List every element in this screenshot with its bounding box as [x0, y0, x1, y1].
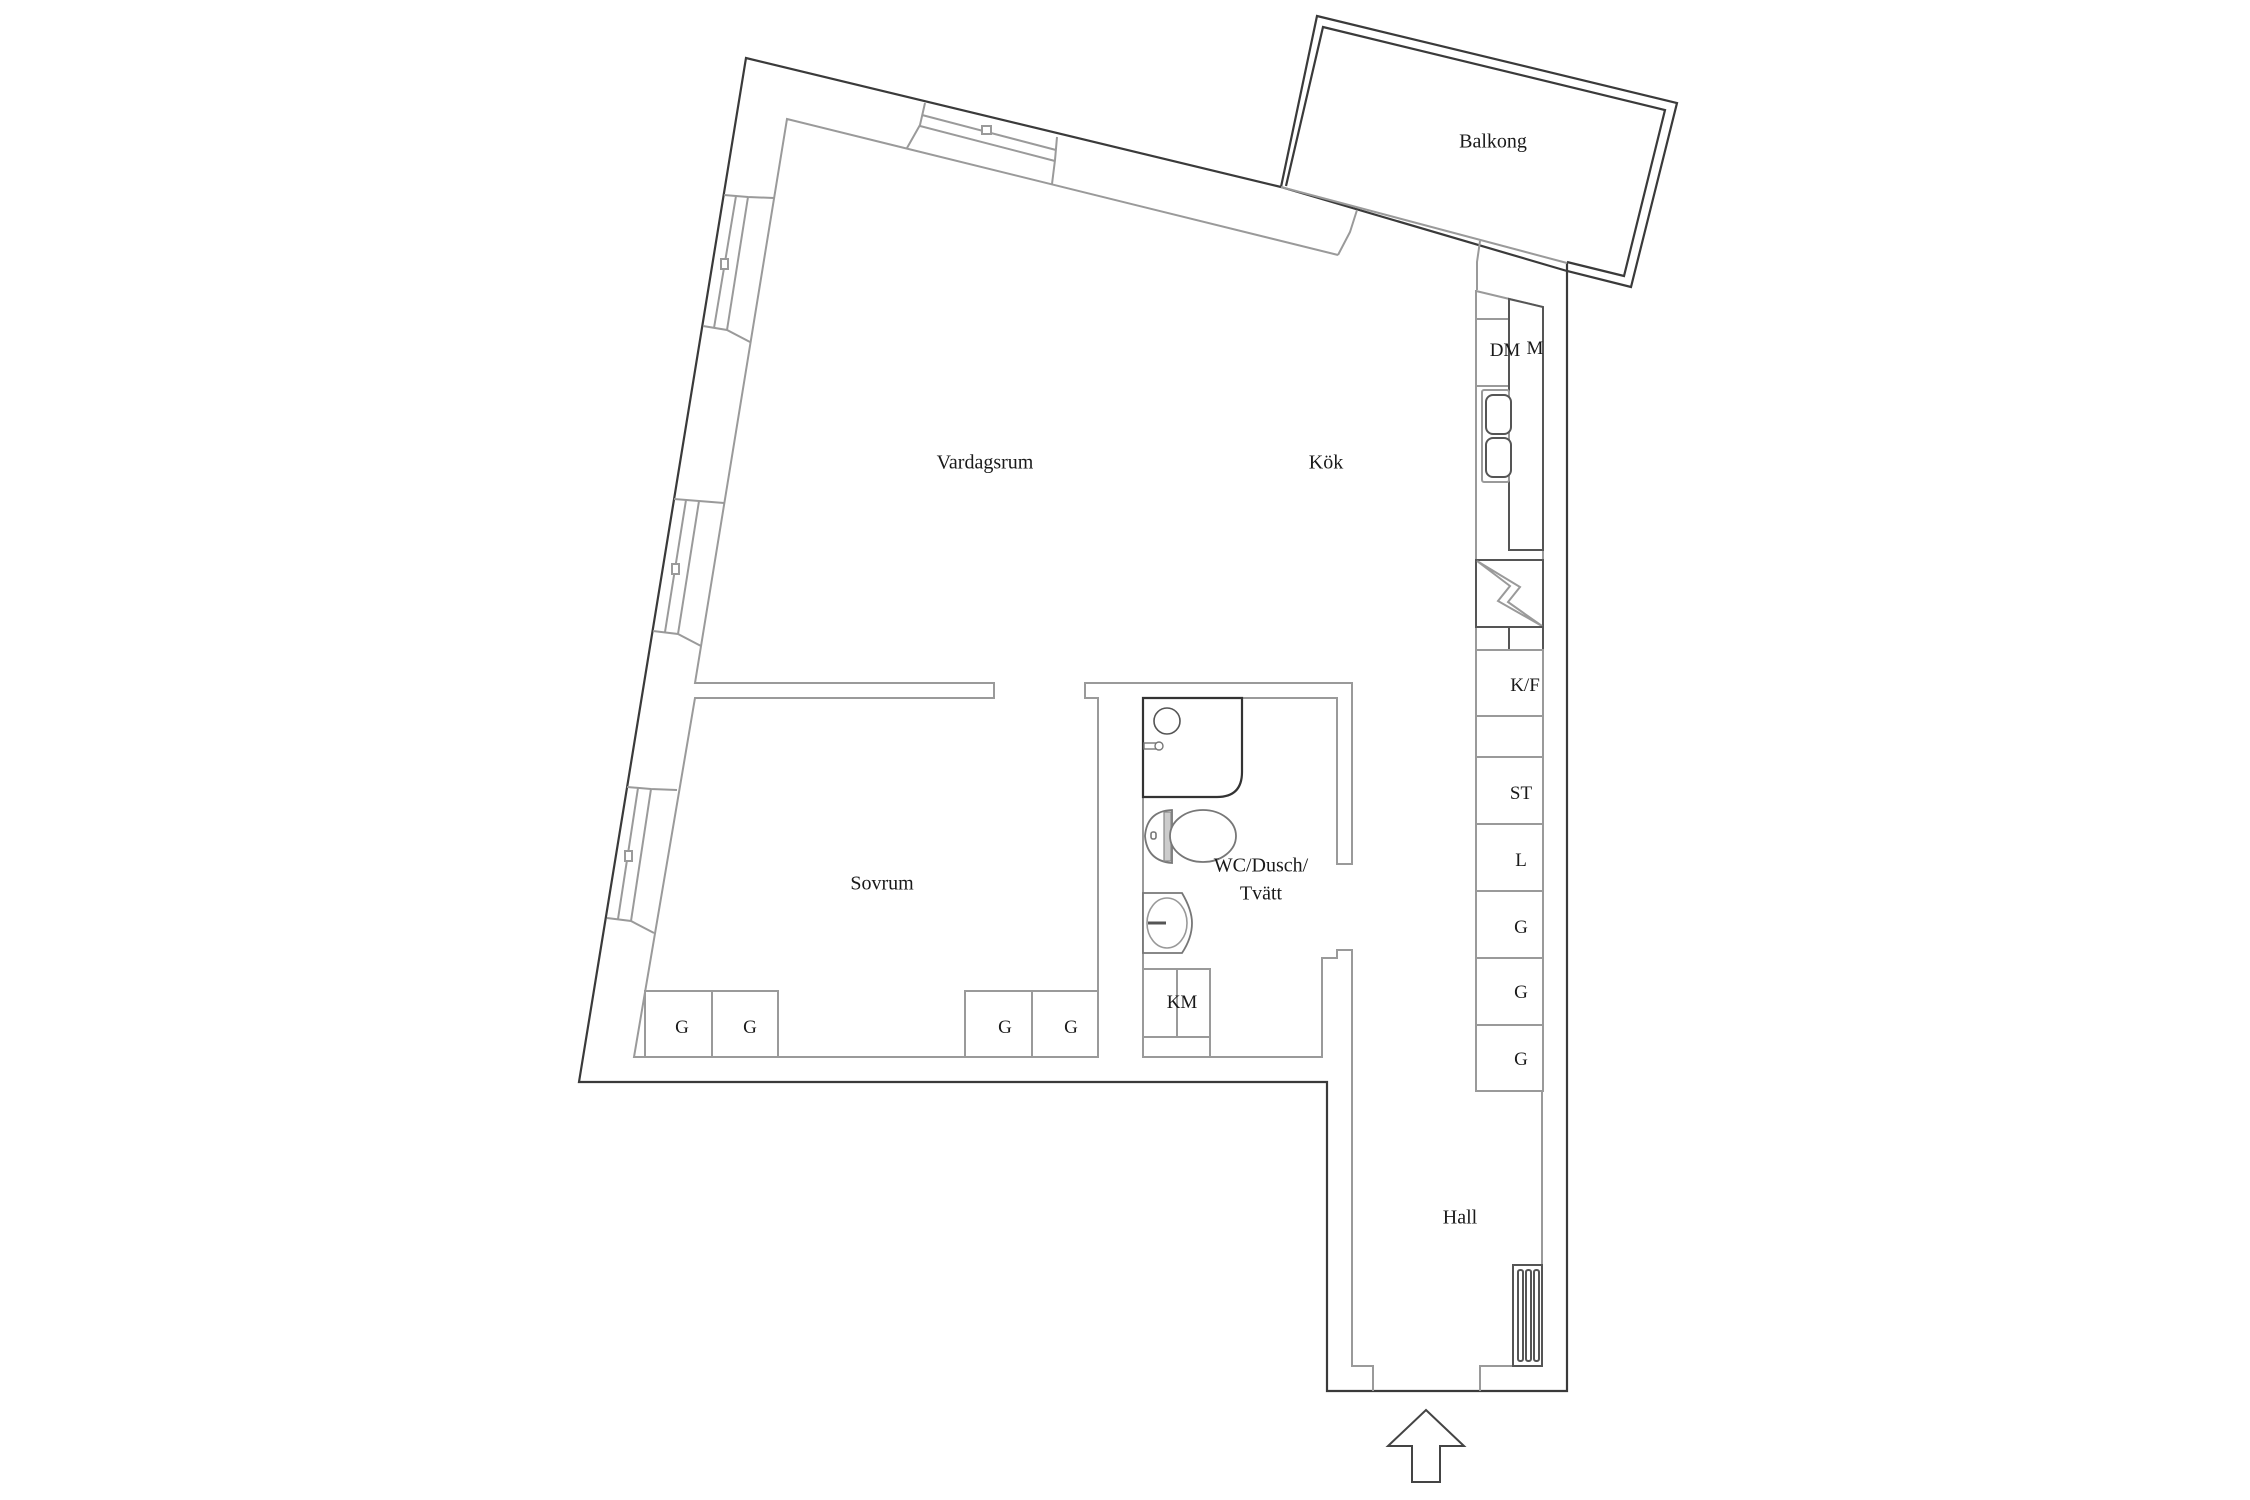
fixture-label-kf: K/F	[1510, 675, 1540, 697]
window-handle-icon	[981, 125, 992, 135]
storage-label-g2: G	[1514, 982, 1528, 1004]
room-label-sovrum: Sovrum	[850, 872, 914, 895]
bedroom-wardrobes	[644, 990, 1099, 1058]
fixture-label-dm: DM	[1489, 340, 1521, 362]
shower-icon	[1141, 696, 1244, 799]
bathroom-fixtures	[1141, 696, 1244, 1058]
window-handle-icon	[624, 850, 633, 862]
room-label-bathroom-2: Tvätt	[1239, 882, 1283, 905]
window-left-3	[606, 786, 678, 934]
window-handle-icon	[671, 563, 680, 575]
entrance-arrow-icon	[1385, 1408, 1467, 1483]
room-label-vardagsrum: Vardagsrum	[936, 451, 1034, 474]
room-label-hall: Hall	[1442, 1206, 1478, 1229]
wardrobe-label-g3: G	[998, 1017, 1012, 1039]
storage-label-l: L	[1515, 850, 1527, 872]
fixture-label-km: KM	[1166, 992, 1198, 1014]
storage-label-st: ST	[1509, 783, 1533, 805]
toilet-icon	[1144, 809, 1237, 864]
stove-icon	[1475, 559, 1544, 628]
storage-label-g3: G	[1514, 1049, 1528, 1071]
window-handle-icon	[720, 258, 729, 270]
fixture-label-m: M	[1526, 338, 1544, 360]
hall-storage	[1475, 756, 1544, 1092]
window-top	[906, 102, 1058, 185]
washbasin-icon	[1142, 892, 1193, 954]
room-label-balkong: Balkong	[1459, 130, 1527, 153]
wardrobe-label-g4: G	[1064, 1017, 1078, 1039]
windows	[606, 102, 1058, 934]
room-label-kok: Kök	[1308, 451, 1344, 474]
storage-label-g1: G	[1514, 917, 1528, 939]
radiator-icon	[1512, 1264, 1543, 1367]
kitchen-fixtures	[1475, 297, 1544, 717]
room-label-bathroom-1: WC/Dusch/	[1213, 854, 1309, 877]
washing-machine	[1142, 968, 1211, 1058]
wardrobe-label-g2: G	[743, 1017, 757, 1039]
window-left-2	[652, 498, 725, 647]
window-left-1	[702, 194, 775, 343]
sink-icon	[1481, 389, 1512, 483]
outer-walls	[577, 56, 1569, 1393]
balcony	[1279, 14, 1679, 289]
inner-walls	[632, 117, 1568, 1391]
wardrobe-label-g1: G	[675, 1017, 689, 1039]
fridge-freezer	[1475, 649, 1544, 717]
